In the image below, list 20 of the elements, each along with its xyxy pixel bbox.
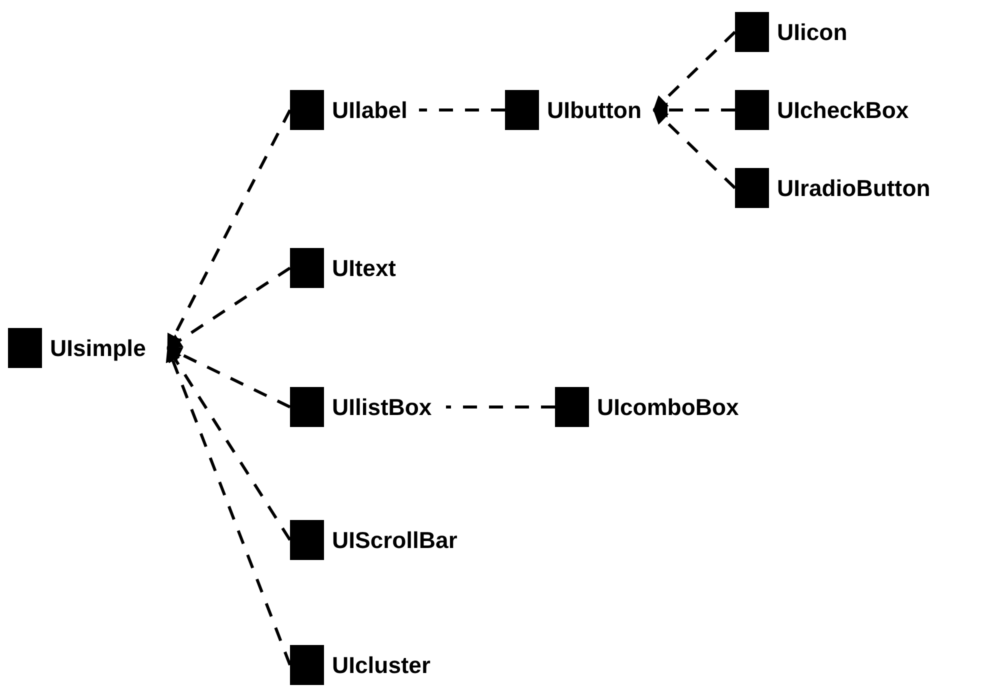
dashed-connector	[166, 109, 292, 350]
class-name: UIScrollBar	[332, 526, 458, 554]
class-name: UIicon	[777, 18, 848, 46]
dashed-connector	[419, 108, 505, 112]
class-name: UItext	[332, 254, 396, 282]
dashed-connector	[166, 346, 292, 666]
class-name: UIlabel	[332, 96, 408, 124]
class-name: UIcluster	[332, 652, 430, 678]
dashed-connector	[166, 346, 291, 408]
dashed-connector	[652, 102, 735, 118]
class-name: UIcomboBox	[597, 394, 739, 420]
class-name: UIlistBox	[332, 394, 432, 420]
dashed-connector	[166, 266, 291, 350]
dashed-connector	[652, 30, 736, 112]
class-name: UIradioButton	[777, 174, 930, 202]
class-name: UIbutton	[547, 96, 642, 124]
class-name: UIsimple	[50, 334, 146, 362]
dashed-connector	[446, 406, 555, 408]
class-name: UIcheckBox	[777, 96, 909, 124]
dashed-connector	[652, 108, 736, 190]
